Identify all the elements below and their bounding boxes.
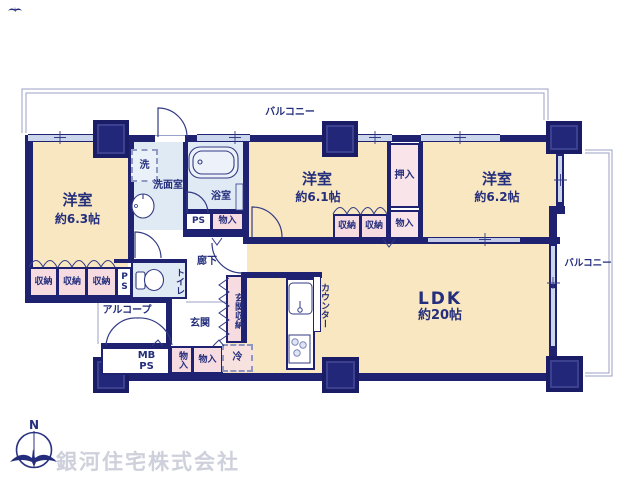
bedroom2-label: 洋室 [301,170,332,188]
wall [25,135,33,303]
storage-box: 物入 [211,212,244,231]
entrance-storage-box [226,275,243,343]
closet-label: 収納 [34,276,53,287]
oshiire-label: 押入 [394,169,415,181]
compass-north-label: N [28,418,40,432]
pipe-space-label: PS [191,216,206,227]
bedroom3-label: 洋室 [481,170,512,188]
wall [549,206,565,214]
balcony-right-label: バルコニー [564,258,612,269]
storage-label: 物入 [177,351,187,369]
window [28,134,93,142]
window-ticks [54,131,567,289]
wall [419,142,423,240]
compass-icon [10,431,57,469]
pillar [93,120,129,158]
company-name: 銀河住宅株式会社 [56,450,240,474]
wall [183,209,243,213]
wall [25,135,558,142]
kitchen-counter [313,276,321,332]
bathtub-icon [188,146,244,211]
closet-label: 収納 [364,221,383,232]
storage-label: 物入 [218,216,237,227]
ldk-size: 約20帖 [417,308,463,323]
wall [241,272,322,278]
wall [166,303,172,344]
sliding-door [428,238,520,242]
wall [241,272,247,343]
closet-box: 収納 [57,267,87,297]
wall [183,142,188,229]
washbasin-icon [131,193,155,219]
balcony-top-label: バルコニー [265,107,315,118]
balcony-door-opening [155,135,185,142]
closet-door-marks [28,207,388,269]
bedroom1-size: 約6.3帖 [54,212,101,226]
entrance-storage-label: 玄関収納 [233,293,243,329]
meter-box: MB PS [101,347,170,375]
balcony-outline [21,88,613,377]
wall [128,142,134,263]
bedroom2-size: 約6.1帖 [295,190,341,204]
pillar [546,356,583,392]
alcove-label: アルコープ [102,305,152,316]
door-direction-marks [151,237,396,347]
pillar [322,357,359,393]
alcove-floor [99,303,166,344]
pillar [546,121,582,154]
storage-label: 物入 [198,354,217,365]
wall [243,237,560,244]
counter-label: カウンター [319,282,329,328]
window [197,134,250,142]
closet-label: 収納 [62,276,81,287]
washer-space: 洗 [131,149,158,182]
entrance-threshold [101,343,171,347]
oshiire-box: 押入 [389,143,420,208]
window [557,156,563,202]
toilet-icon [135,268,165,292]
window [550,246,556,284]
refrigerator-label: 冷 [232,352,243,364]
wall [243,142,249,243]
wall [183,229,247,237]
pillar [322,121,358,157]
storage-label: 物入 [395,219,414,230]
wall [25,295,172,303]
ldk-label: LDK [417,289,463,309]
washroom-label: 洗面室 [153,180,183,191]
folding-door-icon [218,277,230,342]
door-arcs [105,107,283,346]
washer-label: 洗 [139,159,150,171]
bedroom1-label: 洋室 [62,191,93,209]
hallway-label: 廊下 [197,256,217,267]
bedroom3-size: 約6.2帖 [474,190,520,204]
stove-icon [288,334,311,364]
pipe-space-box: PS [116,267,132,297]
bedroom3-floor [423,142,556,238]
logo-bird-icon [8,6,23,13]
meter-box-label2: PS [139,361,154,372]
entrance-floor [172,303,226,344]
meter-box-label: MB [137,349,156,361]
window [421,134,500,142]
kitchen-sink-icon [288,282,313,315]
closet-label: 収納 [92,276,111,287]
closet-label: 収納 [337,221,356,232]
bathroom-label: 浴室 [211,191,231,202]
window [550,288,556,346]
entrance-label: 玄関 [190,318,210,329]
pipe-space-label: PS [119,272,130,292]
storage-box: 物入 [389,210,420,239]
pillar [93,357,129,393]
toilet-label: トイレ [174,267,184,295]
refrigerator-space: 冷 [222,344,253,372]
storage-box: 物入 [192,346,223,374]
